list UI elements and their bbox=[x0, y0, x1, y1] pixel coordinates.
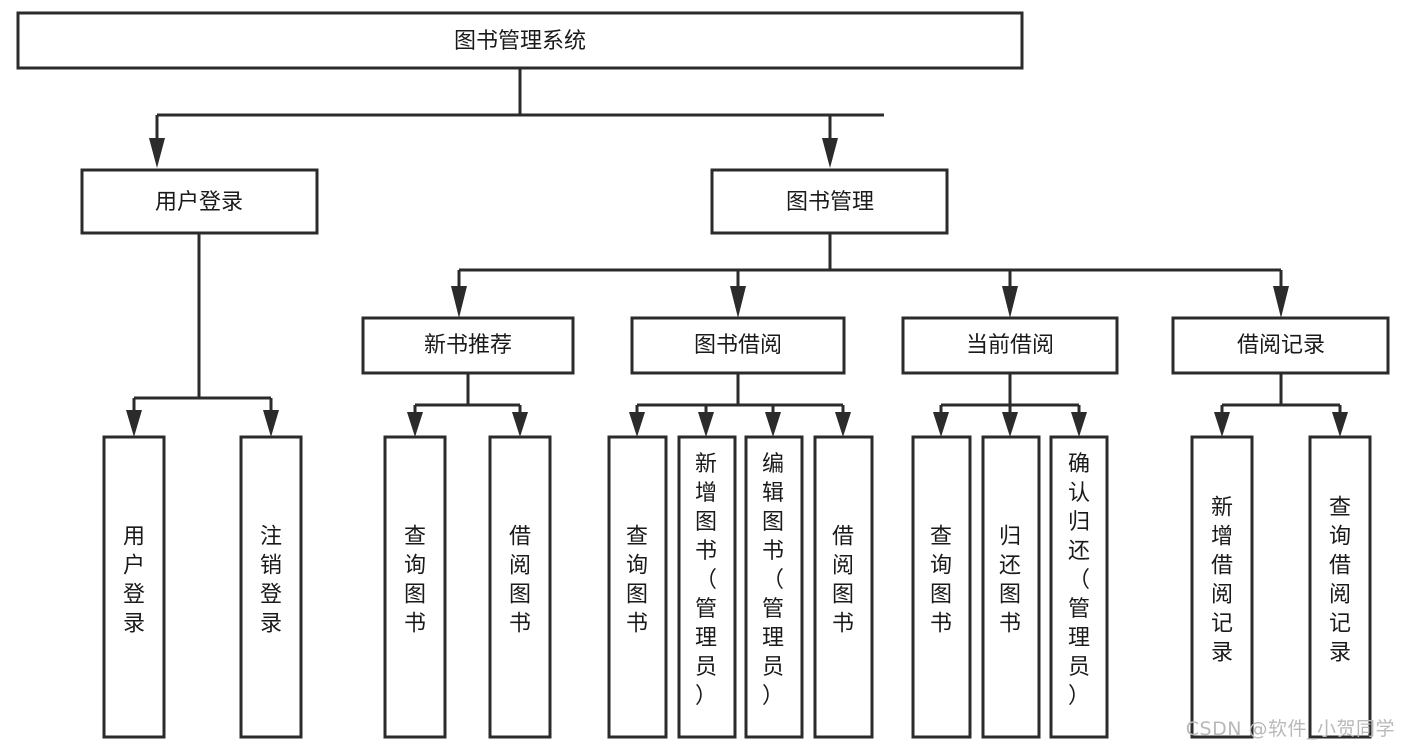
arrow-head-bookborrow-4 bbox=[835, 412, 851, 437]
node-book-borrow[interactable]: 图书借阅 bbox=[630, 316, 846, 375]
arrow-head-userlogin-2 bbox=[263, 410, 279, 437]
leaf-logout-label: 注销登录 bbox=[260, 525, 282, 637]
connector-group-book-manage bbox=[451, 233, 1289, 318]
leaf-currentborrow-return-box[interactable] bbox=[981, 435, 1041, 739]
node-root[interactable]: 图书管理系统 bbox=[16, 11, 1024, 70]
leaf-node[interactable]: 查询图书 bbox=[911, 435, 972, 739]
arrow-head-newbook-2 bbox=[512, 412, 528, 437]
node-user-login[interactable]: 用户登录 bbox=[80, 168, 319, 235]
node-borrow-record-box[interactable] bbox=[1171, 316, 1390, 375]
arrow-head-bookborrow-3 bbox=[765, 412, 781, 437]
node-current-borrow-label: 当前借阅 bbox=[966, 333, 1054, 358]
leaf-newbook-query-box[interactable] bbox=[383, 435, 447, 739]
connector-group-root bbox=[149, 68, 884, 168]
leaf-logout-box[interactable] bbox=[239, 435, 303, 739]
leaf-bookborrow-borrow-label: 借阅图书 bbox=[832, 525, 854, 637]
leaf-node[interactable]: 注销登录 bbox=[239, 435, 303, 739]
arrow-head-root-1 bbox=[149, 138, 165, 168]
leaf-bookborrow-add-label: 新增图书（管理员） bbox=[695, 452, 717, 709]
leaf-newbook-borrow-label: 借阅图书 bbox=[509, 525, 531, 637]
arrow-head-userlogin-1 bbox=[126, 410, 142, 437]
leaf-user-login-box[interactable] bbox=[102, 435, 166, 739]
leaf-newbook-borrow-box[interactable] bbox=[488, 435, 552, 739]
leaf-bookborrow-edit-box[interactable] bbox=[744, 435, 804, 739]
arrow-head-newbook-1 bbox=[407, 412, 423, 437]
leaf-bookborrow-edit-label: 编辑图书（管理员） bbox=[762, 452, 784, 709]
arrow-head-currentborrow-3 bbox=[1071, 412, 1087, 437]
leaf-node[interactable]: 编辑图书（管理员） bbox=[744, 435, 804, 739]
connector-group-book-borrow bbox=[629, 373, 851, 437]
leaf-currentborrow-return-label: 归还图书 bbox=[999, 525, 1021, 637]
connector-group-user-login bbox=[126, 233, 279, 437]
leaf-node[interactable]: 新增借阅记录 bbox=[1190, 435, 1254, 739]
arrow-head-bookmanage-4 bbox=[1273, 286, 1289, 318]
leaf-node[interactable]: 归还图书 bbox=[981, 435, 1041, 739]
arrow-head-bookborrow-2 bbox=[698, 412, 714, 437]
leaf-borrowrecord-query-label: 查询借阅记录 bbox=[1329, 496, 1351, 666]
leaf-node[interactable]: 确认归还（管理员） bbox=[1049, 435, 1109, 739]
node-new-book-recommend-box[interactable] bbox=[361, 316, 575, 375]
leaf-node[interactable]: 查询借阅记录 bbox=[1308, 435, 1372, 739]
leaf-borrowrecord-add-box[interactable] bbox=[1190, 435, 1254, 739]
node-user-login-label: 用户登录 bbox=[155, 190, 243, 215]
arrow-head-borrowrecord-1 bbox=[1214, 412, 1230, 437]
leaf-bookborrow-add-box[interactable] bbox=[677, 435, 737, 739]
connector-group-borrow-record bbox=[1214, 373, 1348, 437]
node-new-book-recommend[interactable]: 新书推荐 bbox=[361, 316, 575, 375]
csdn-watermark: CSDN @软件_小贺同学 bbox=[1185, 718, 1395, 740]
leaf-bookborrow-query-box[interactable] bbox=[607, 435, 668, 739]
node-new-book-recommend-label: 新书推荐 bbox=[424, 333, 512, 358]
arrow-head-bookmanage-2 bbox=[730, 286, 746, 318]
leaf-bookborrow-query-label: 查询图书 bbox=[626, 525, 648, 637]
node-root-label: 图书管理系统 bbox=[454, 29, 586, 54]
leaf-node[interactable]: 查询图书 bbox=[383, 435, 447, 739]
leaf-currentborrow-confirm-box[interactable] bbox=[1049, 435, 1109, 739]
arrow-head-borrowrecord-2 bbox=[1332, 412, 1348, 437]
leaf-node[interactable]: 新增图书（管理员） bbox=[677, 435, 737, 739]
arrow-head-bookborrow-1 bbox=[629, 412, 645, 437]
node-book-manage-label: 图书管理 bbox=[786, 190, 874, 215]
node-book-borrow-label: 图书借阅 bbox=[694, 333, 782, 358]
leaf-node[interactable]: 用户登录 bbox=[102, 435, 166, 739]
node-book-borrow-box[interactable] bbox=[630, 316, 846, 375]
arrow-head-bookmanage-3 bbox=[1002, 286, 1018, 318]
leaf-borrowrecord-query-box[interactable] bbox=[1308, 435, 1372, 739]
leaf-currentborrow-query-label: 查询图书 bbox=[930, 525, 952, 637]
leaf-node[interactable]: 借阅图书 bbox=[813, 435, 874, 739]
arrow-head-bookmanage-1 bbox=[451, 286, 467, 318]
node-root-box[interactable] bbox=[16, 11, 1024, 70]
connector-group-current-borrow bbox=[933, 373, 1087, 437]
arrow-head-currentborrow-1 bbox=[933, 412, 949, 437]
node-book-manage[interactable]: 图书管理 bbox=[710, 168, 949, 235]
leaf-user-login-label: 用户登录 bbox=[123, 525, 145, 637]
node-book-manage-box[interactable] bbox=[710, 168, 949, 235]
node-borrow-record-label: 借阅记录 bbox=[1237, 333, 1325, 358]
leaf-currentborrow-confirm-label: 确认归还（管理员） bbox=[1068, 452, 1090, 709]
leaf-newbook-query-label: 查询图书 bbox=[404, 525, 426, 637]
leaf-borrowrecord-add-label: 新增借阅记录 bbox=[1211, 496, 1233, 666]
leaf-node[interactable]: 查询图书 bbox=[607, 435, 668, 739]
node-borrow-record[interactable]: 借阅记录 bbox=[1171, 316, 1390, 375]
node-current-borrow-box[interactable] bbox=[901, 316, 1119, 375]
node-user-login-box[interactable] bbox=[80, 168, 319, 235]
node-current-borrow[interactable]: 当前借阅 bbox=[901, 316, 1119, 375]
arrow-head-currentborrow-2 bbox=[1002, 412, 1018, 437]
leaf-currentborrow-query-box[interactable] bbox=[911, 435, 972, 739]
leaf-node[interactable]: 借阅图书 bbox=[488, 435, 552, 739]
leaf-bookborrow-borrow-box[interactable] bbox=[813, 435, 874, 739]
arrow-head-root-2 bbox=[822, 138, 838, 168]
connector-group-new-book bbox=[407, 373, 528, 437]
